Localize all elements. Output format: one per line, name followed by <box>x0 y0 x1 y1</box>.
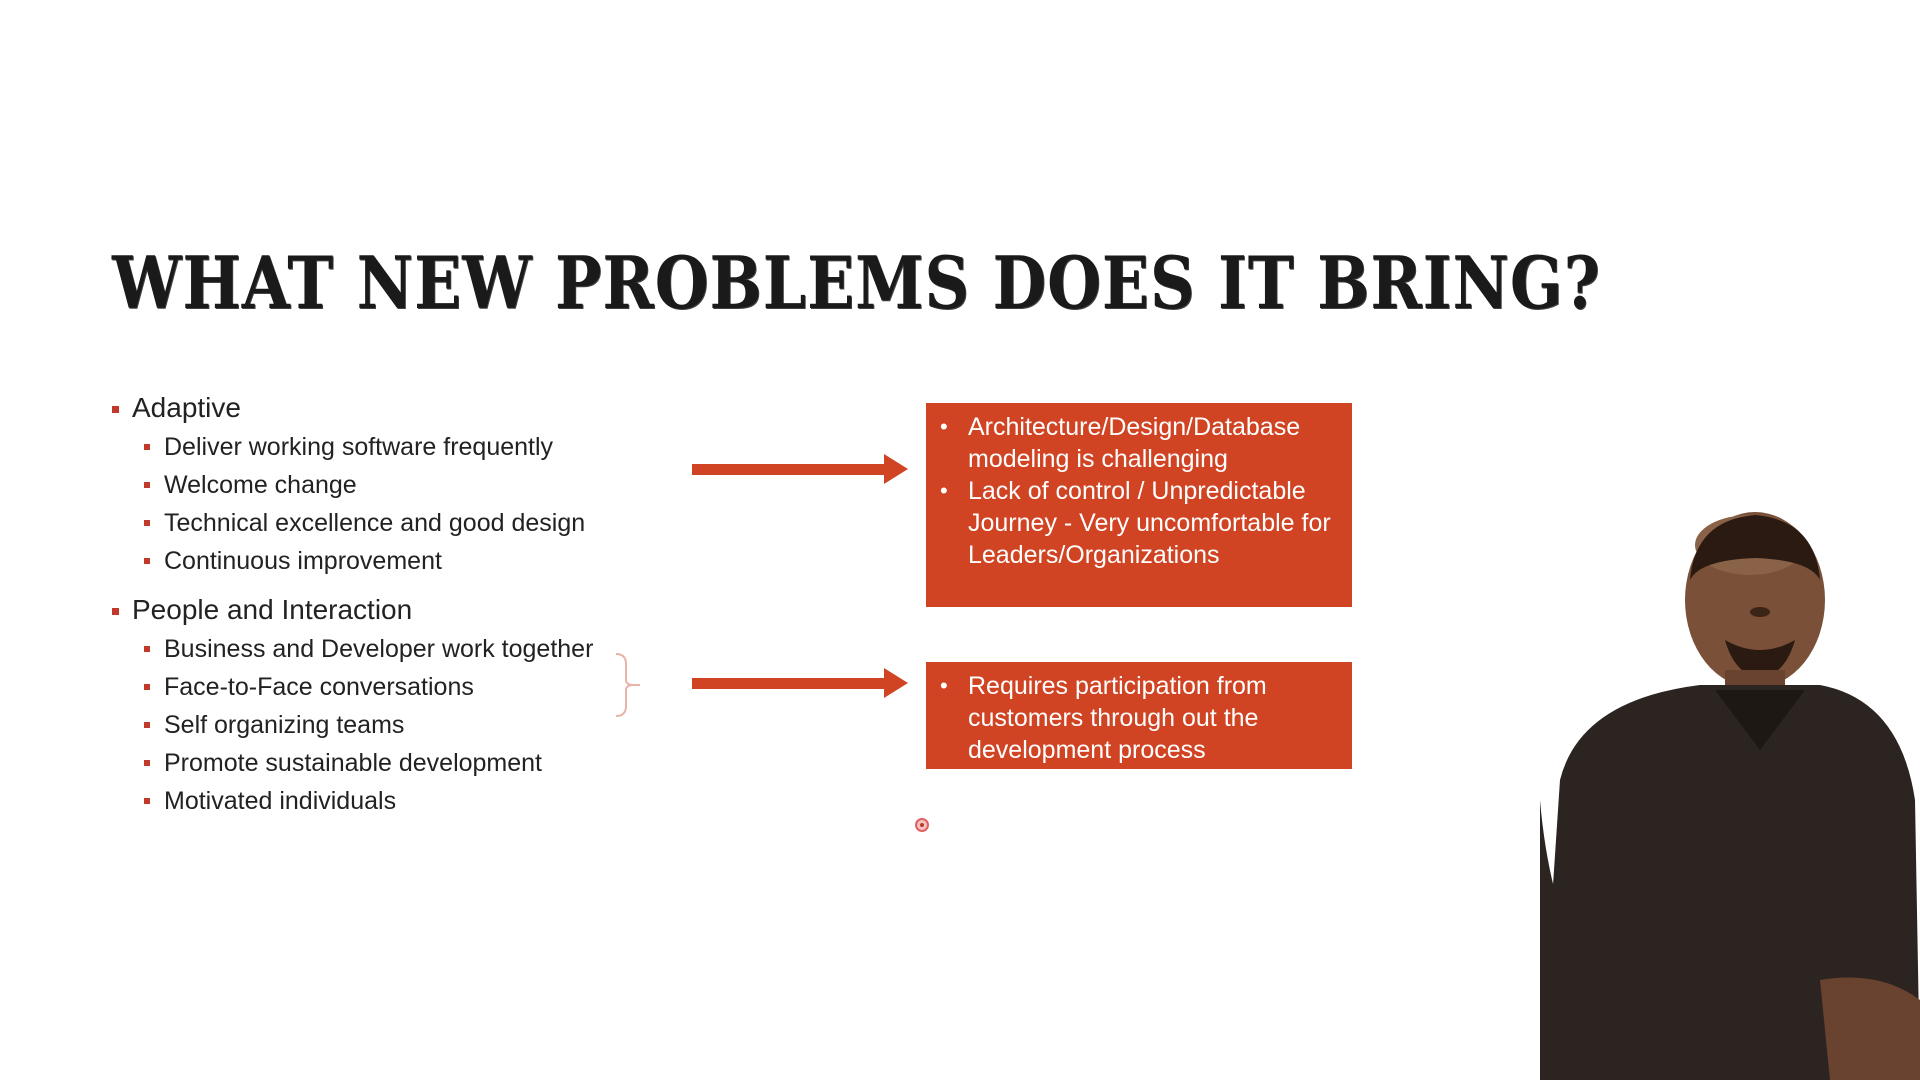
right-arrow-icon <box>692 668 908 698</box>
sub-list: Business and Developer work together Fac… <box>110 630 670 820</box>
laser-pointer-icon <box>915 818 929 832</box>
list-item: Technical excellence and good design <box>110 504 670 542</box>
list-item: Business and Developer work together <box>110 630 670 668</box>
section-heading: Adaptive <box>110 390 670 426</box>
section-heading: People and Interaction <box>110 592 670 628</box>
list-item: Architecture/Design/Database modeling is… <box>940 411 1334 475</box>
slide-title: WHAT NEW PROBLEMS DOES IT BRING? <box>112 240 1601 325</box>
box-list: Requires participation from customers th… <box>940 670 1334 766</box>
list-item: Promote sustainable development <box>110 744 670 782</box>
list-item: Motivated individuals <box>110 782 670 820</box>
box-list: Architecture/Design/Database modeling is… <box>940 411 1334 571</box>
problem-box-adaptive: Architecture/Design/Database modeling is… <box>926 403 1352 607</box>
section-people-and-interaction: People and Interaction Business and Deve… <box>110 592 670 820</box>
list-item: Deliver working software frequently <box>110 428 670 466</box>
bracket-icon <box>615 653 640 717</box>
left-bullet-list: Adaptive Deliver working software freque… <box>110 390 670 832</box>
right-arrow-icon <box>692 454 908 484</box>
list-item: Lack of control / Unpredictable Journey … <box>940 475 1334 571</box>
list-item: Self organizing teams <box>110 706 670 744</box>
section-adaptive: Adaptive Deliver working software freque… <box>110 390 670 580</box>
problem-box-people: Requires participation from customers th… <box>926 662 1352 769</box>
list-item: Face-to-Face conversations <box>110 668 670 706</box>
list-item: Requires participation from customers th… <box>940 670 1334 766</box>
list-item: Welcome change <box>110 466 670 504</box>
presenter-image <box>1540 512 1920 1080</box>
list-item: Continuous improvement <box>110 542 670 580</box>
sub-list: Deliver working software frequently Welc… <box>110 428 670 580</box>
